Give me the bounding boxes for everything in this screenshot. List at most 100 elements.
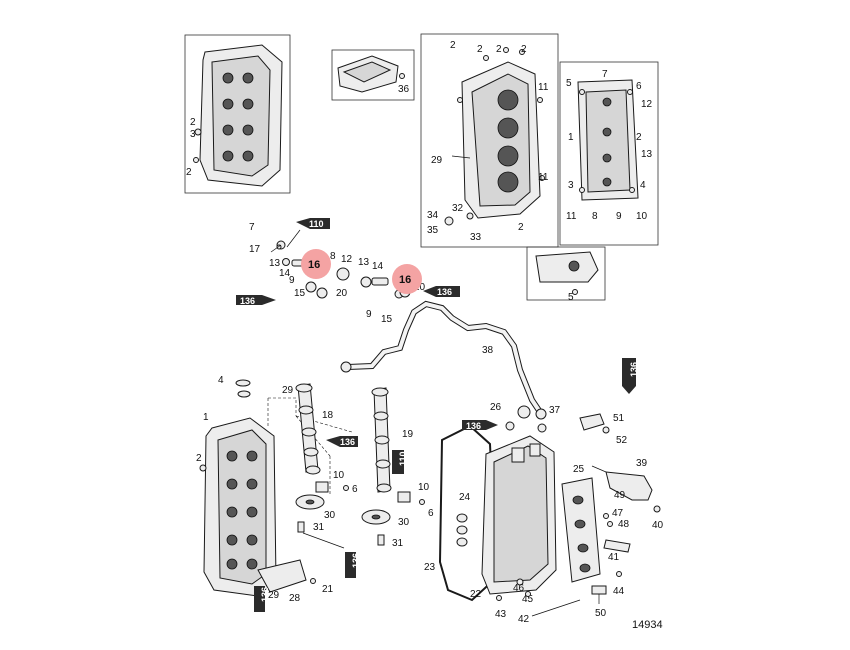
callout-14: 14 xyxy=(279,268,291,279)
sealant-tube: 136 xyxy=(423,286,460,297)
inset-head-left-box xyxy=(184,34,291,194)
callout-1: 1 xyxy=(203,412,209,423)
callout-2: 2 xyxy=(636,132,642,143)
callout-10: 10 xyxy=(333,470,345,481)
callout-8: 8 xyxy=(330,251,336,262)
callout-2: 2 xyxy=(496,44,502,55)
callout-11: 11 xyxy=(566,211,577,222)
callout-31: 31 xyxy=(313,522,325,533)
callout-13: 13 xyxy=(358,257,370,268)
cam-sensor xyxy=(315,481,349,493)
callout-44: 44 xyxy=(613,586,625,597)
callout-8: 8 xyxy=(592,211,598,222)
inset-bracket-box xyxy=(526,246,606,301)
callout-5: 5 xyxy=(566,78,572,89)
callout-30: 30 xyxy=(324,510,336,521)
callout-15: 15 xyxy=(294,288,306,299)
highlight-marker xyxy=(301,249,331,279)
callout-42: 42 xyxy=(518,614,530,625)
cylinder-head xyxy=(203,417,307,597)
callout-51: 51 xyxy=(613,413,625,424)
inset-cover xyxy=(577,79,639,201)
callout-25: 25 xyxy=(573,464,585,475)
callout-2: 2 xyxy=(190,117,196,128)
callout-32: 32 xyxy=(452,203,464,214)
figure-number: 14934 xyxy=(632,619,663,631)
cam-sensor xyxy=(397,491,425,505)
callout-10: 10 xyxy=(418,482,430,493)
callout-3: 3 xyxy=(568,180,574,191)
callout-7: 7 xyxy=(249,222,255,233)
callout-33: 33 xyxy=(470,232,482,243)
callout-20: 20 xyxy=(414,282,426,293)
svg-text:110: 110 xyxy=(398,451,408,466)
inset-head-right xyxy=(444,47,545,226)
svg-text:136: 136 xyxy=(351,553,361,568)
callout-43: 43 xyxy=(495,609,507,620)
callout-6: 6 xyxy=(352,484,358,495)
highlight-marker xyxy=(392,264,422,294)
svg-text:136: 136 xyxy=(240,296,255,306)
callout-6: 6 xyxy=(636,81,642,92)
cam-bolt xyxy=(297,521,305,533)
callout-20: 20 xyxy=(336,288,348,299)
svg-text:136: 136 xyxy=(466,421,481,431)
callout-24: 24 xyxy=(459,492,471,503)
callout-21: 21 xyxy=(322,584,334,595)
callout-4: 4 xyxy=(640,180,646,191)
callout-30: 30 xyxy=(398,517,410,528)
inset-cover-box xyxy=(559,61,659,246)
callout-13: 13 xyxy=(269,258,281,269)
callout-29: 29 xyxy=(282,385,294,396)
callout-45: 45 xyxy=(522,594,534,605)
sealant-tube: 136 xyxy=(345,552,361,578)
camshaft-intake xyxy=(295,383,321,475)
callout-46: 46 xyxy=(513,583,525,594)
callout-2: 2 xyxy=(196,453,202,464)
water-hose xyxy=(340,300,547,420)
highlight-callout-16[interactable]: 16 xyxy=(392,264,422,294)
callout-2: 2 xyxy=(450,40,456,51)
sealant-tube: 136 xyxy=(622,358,639,394)
callout-9: 9 xyxy=(366,309,372,320)
cam-gear xyxy=(361,509,391,525)
highlight-callout-16[interactable]: 16 xyxy=(301,249,331,279)
temperature-sensor xyxy=(603,539,631,553)
callout-19: 19 xyxy=(402,429,414,440)
callout-2: 2 xyxy=(186,167,192,178)
callout-12: 12 xyxy=(641,99,653,110)
callout-17: 17 xyxy=(249,244,261,255)
callout-49: 49 xyxy=(614,490,626,501)
callout-11: 11 xyxy=(538,172,549,183)
sealant-tube: 110 xyxy=(296,218,330,229)
callout-14: 14 xyxy=(372,261,384,272)
callout-12: 12 xyxy=(341,254,353,265)
sealant-tube: 110 xyxy=(392,450,408,474)
fitting xyxy=(579,413,610,434)
callout-29: 29 xyxy=(268,590,280,601)
callout-11: 11 xyxy=(538,82,549,93)
callout-13: 13 xyxy=(641,149,653,160)
inset-camshaft xyxy=(337,55,405,93)
callout-39: 39 xyxy=(636,458,648,469)
cam-bolt xyxy=(377,534,385,546)
inset-camshaft-box xyxy=(331,49,415,101)
callout-3: 3 xyxy=(190,129,196,140)
callout-10: 10 xyxy=(636,211,648,222)
camshaft-exhaust xyxy=(371,387,392,493)
sealant-tube: 136 xyxy=(326,436,358,447)
callout-6: 6 xyxy=(428,508,434,519)
svg-text:110: 110 xyxy=(309,219,324,229)
inset-head-right-box xyxy=(420,33,559,248)
callout-7: 7 xyxy=(602,69,608,80)
sealant-tube: 136 xyxy=(462,420,498,431)
callout-52: 52 xyxy=(616,435,628,446)
callout-34: 34 xyxy=(427,210,439,221)
exhaust-cover-plate xyxy=(561,477,601,583)
sealant-tube: 136 xyxy=(254,586,270,612)
callout-18: 18 xyxy=(322,410,334,421)
callout-40: 40 xyxy=(652,520,664,531)
inset-head-left xyxy=(193,44,283,187)
